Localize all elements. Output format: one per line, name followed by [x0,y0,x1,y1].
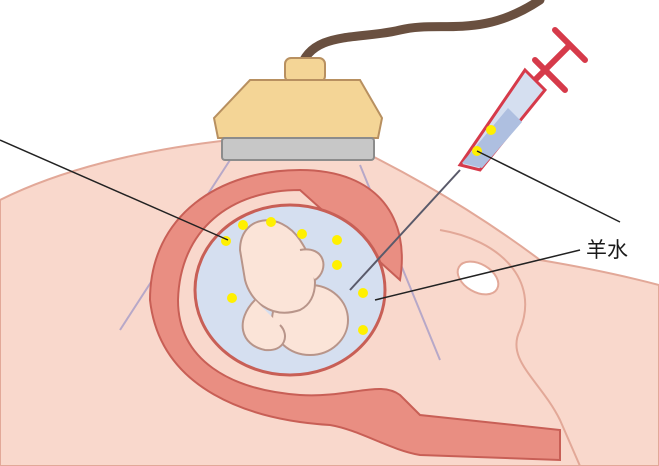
marker-dot [266,217,276,227]
marker-dot [486,125,496,135]
leader-line-syringe [477,151,620,222]
marker-dot [238,220,248,230]
marker-dot [358,325,368,335]
probe-cable [300,0,540,70]
marker-dot [227,293,237,303]
marker-dot [297,229,307,239]
marker-dot [332,235,342,245]
amniotic-fluid-label: 羊水 [586,234,628,264]
marker-dot [332,260,342,270]
marker-dot [358,288,368,298]
